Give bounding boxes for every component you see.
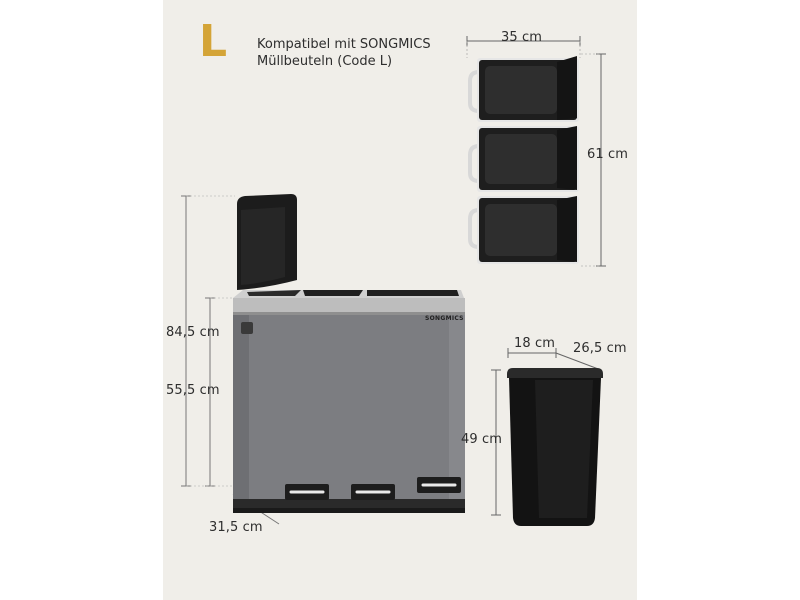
product-illustration <box>181 36 606 526</box>
stacked-inner-buckets <box>466 36 606 267</box>
label-inner-width: 18 cm <box>514 336 555 351</box>
label-pedal-height: 55,5 cm <box>166 383 220 398</box>
main-trash-bin <box>181 194 465 525</box>
compatibility-line-1: Kompatibel mit SONGMICS <box>257 37 431 52</box>
dim-line-inner-depth <box>555 352 602 371</box>
label-inner-depth: 26,5 cm <box>573 341 627 356</box>
inner-bucket-top <box>468 56 579 122</box>
label-inner-height: 49 cm <box>461 432 502 447</box>
brand-label: SONGMICS <box>425 315 464 322</box>
compatibility-note: Kompatibel mit SONGMICS Müllbeuteln (Cod… <box>257 36 431 70</box>
side-handle <box>241 322 253 334</box>
steel-rim <box>233 298 465 314</box>
lid-middle <box>303 290 363 296</box>
label-width-top: 35 cm <box>501 30 542 45</box>
single-inner-bucket <box>491 348 603 526</box>
label-total-height: 84,5 cm <box>166 325 220 340</box>
bag-code-letter: L <box>199 16 228 67</box>
lid-right <box>367 290 459 296</box>
bin-body <box>233 315 465 499</box>
inner-bucket-bottom <box>468 196 579 264</box>
compatibility-line-2: Müllbeuteln (Code L) <box>257 54 393 69</box>
product-panel: L Kompatibel mit SONGMICS Müllbeuteln (C… <box>163 0 637 600</box>
label-depth-stack: 61 cm <box>587 147 628 162</box>
label-base-depth: 31,5 cm <box>209 520 263 535</box>
inner-bucket-middle <box>468 126 579 192</box>
pedals <box>285 477 461 500</box>
